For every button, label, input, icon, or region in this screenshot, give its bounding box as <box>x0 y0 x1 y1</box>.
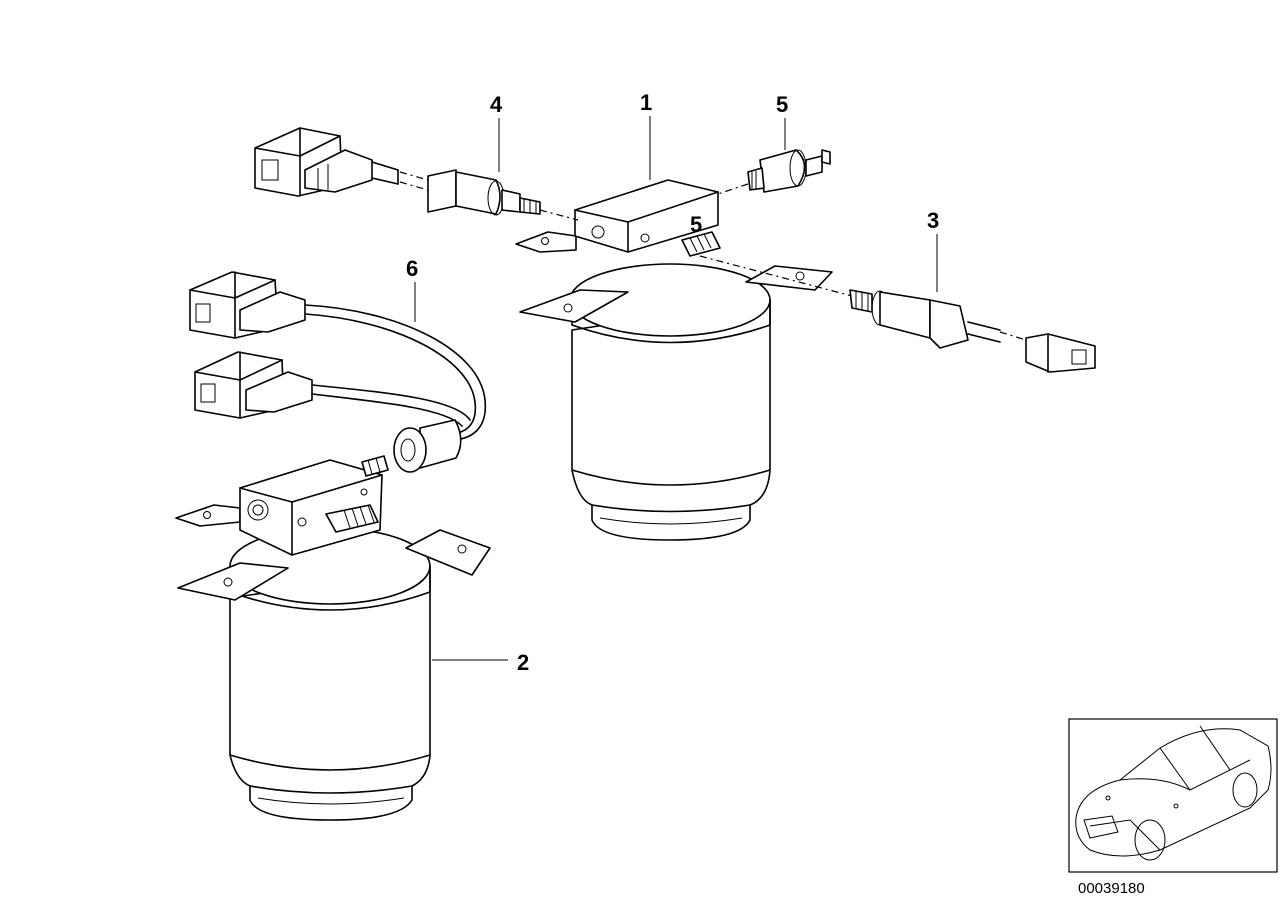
pressure-switch-3[interactable] <box>699 255 1096 373</box>
pressure-switch-5[interactable] <box>717 149 831 195</box>
pressure-switch-4[interactable] <box>254 127 579 221</box>
callout-6[interactable]: 6 <box>406 256 418 281</box>
callouts: 1 2 3 4 5 5 6 <box>406 90 939 675</box>
callout-2[interactable]: 2 <box>517 650 529 675</box>
car-silhouette-icon <box>1075 725 1272 861</box>
callout-5-block[interactable]: 5 <box>690 212 702 237</box>
callout-4[interactable]: 4 <box>490 92 503 117</box>
callout-5-top[interactable]: 5 <box>776 92 788 117</box>
callout-3[interactable]: 3 <box>927 208 939 233</box>
receiver-drier-2[interactable] <box>175 455 491 821</box>
vehicle-locator-inset: 00039180 <box>1068 718 1278 897</box>
receiver-drier-1[interactable] <box>515 179 833 541</box>
callout-1[interactable]: 1 <box>640 90 652 115</box>
wiring-harness-6[interactable] <box>189 271 487 473</box>
reference-number: 00039180 <box>1078 880 1145 897</box>
